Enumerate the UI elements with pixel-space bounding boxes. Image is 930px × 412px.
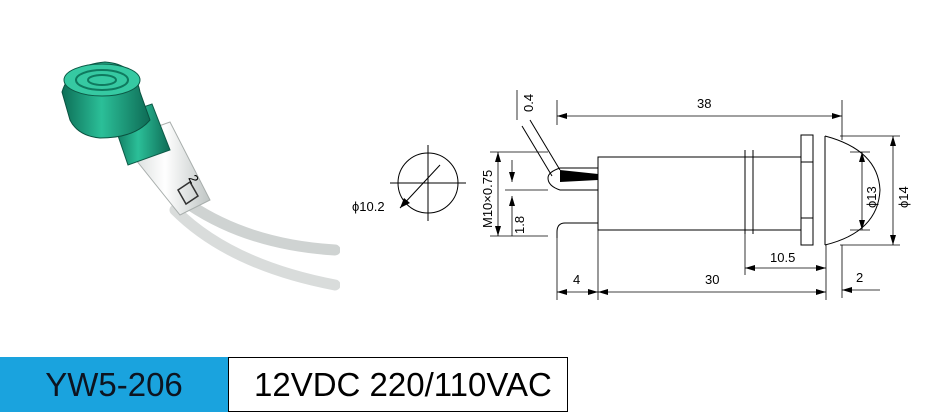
wire-2 (169, 204, 340, 291)
pin-upper (547, 167, 598, 191)
lamp-body-outline (597, 156, 802, 231)
dim-lens-height: 2 (856, 270, 863, 285)
dim-panel-hole: ϕ10.2 (352, 199, 385, 214)
nut-outline (800, 134, 814, 246)
dim-overall-length: 38 (697, 96, 711, 111)
lens-dome-outline (824, 135, 881, 246)
dim-bezel-diameter: ϕ14 (896, 186, 911, 208)
pin-lower (556, 222, 598, 238)
dim-body-length: 30 (705, 272, 719, 287)
model-number: YW5-206 (45, 365, 183, 403)
product-photo: 2 (61, 61, 340, 291)
dim-nut-section: 10.5 (770, 250, 795, 265)
dim-pin-spacing: 1.8 (512, 216, 527, 234)
voltage-rating: 12VDC 220/110VAC (254, 365, 552, 403)
dim-thread: M10×0.75 (480, 170, 495, 228)
model-label: YW5-206 (0, 357, 228, 412)
marking-symbol (177, 180, 199, 206)
dim-lead-offset: 4 (573, 272, 580, 287)
dim-lens-diameter: ϕ13 (864, 186, 879, 208)
wire-1 (184, 199, 340, 256)
lens-top (63, 63, 141, 97)
rating-label: 12VDC 220/110VAC (228, 357, 568, 412)
dim-wall-thickness: 0.4 (521, 94, 536, 112)
